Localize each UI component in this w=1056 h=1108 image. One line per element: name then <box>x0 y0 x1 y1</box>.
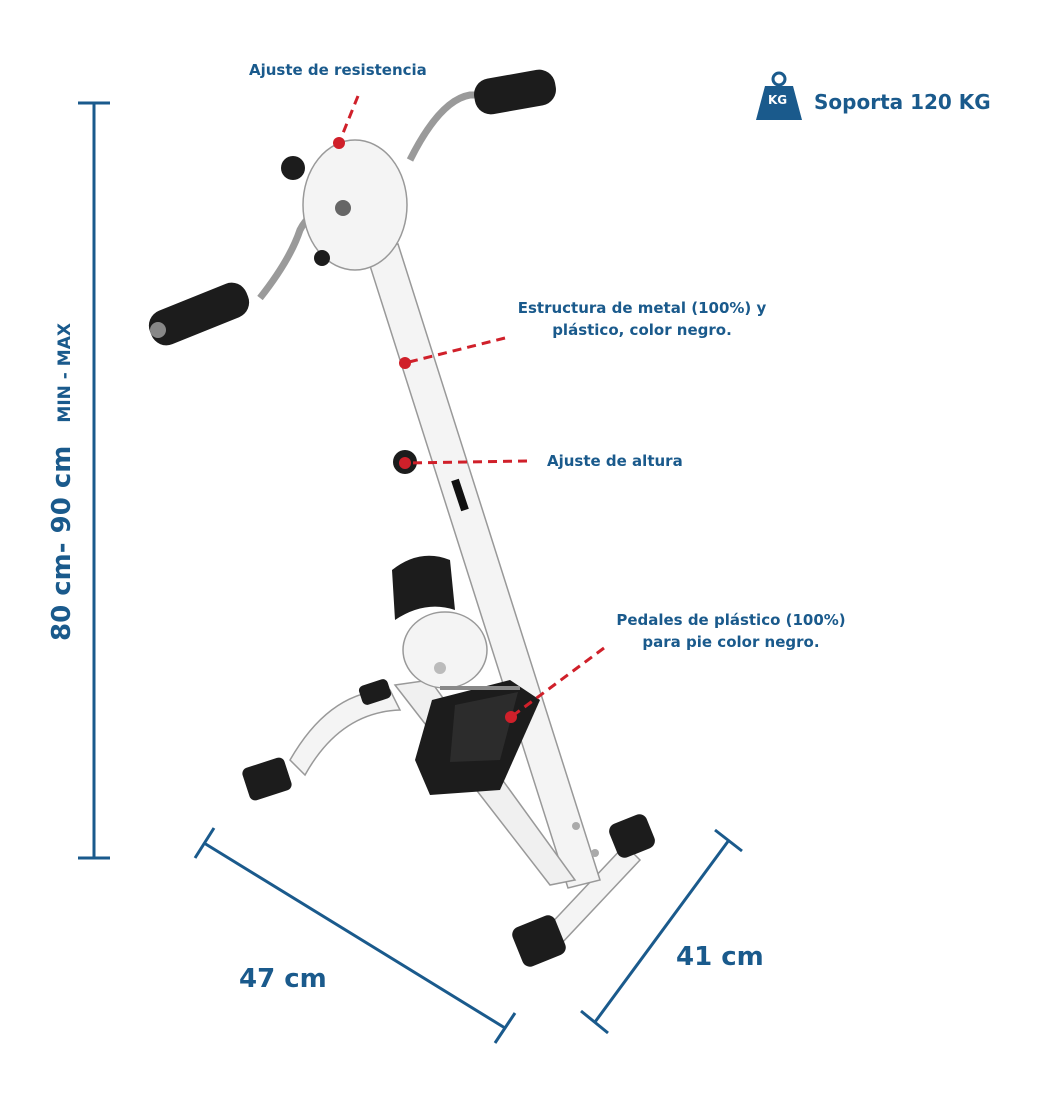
depth-dimension-line <box>580 828 743 1035</box>
weight-icon <box>756 71 802 120</box>
pedals-label-line1: Pedales de plástico (100%) <box>616 611 846 629</box>
width-dimension-label: 47 cm <box>239 964 327 994</box>
height-dimension-note: MIN - MAX <box>55 323 75 423</box>
structure-label: Estructura de metal (100%) y plástico, c… <box>506 297 778 341</box>
width-dimension-line <box>193 827 517 1044</box>
height-dimension-value: 80 cm- 90 cm <box>47 445 77 641</box>
depth-dimension-label: 41 cm <box>676 942 764 972</box>
pedals-label-line2: para pie color negro. <box>642 633 820 651</box>
callout-height <box>399 457 528 469</box>
weight-icon-label: KG <box>768 93 788 107</box>
callout-structure <box>399 336 506 369</box>
height-dimension-line <box>78 101 110 860</box>
capacity-label: Soporta 120 KG <box>814 90 991 114</box>
structure-label-line1: Estructura de metal (100%) y <box>517 299 767 317</box>
callout-pedals <box>505 646 605 723</box>
height-dimension-label: 80 cm- 90 cm MIN - MAX <box>42 302 82 662</box>
height-adjust-label: Ajuste de altura <box>547 452 683 470</box>
bike-illustration <box>148 69 655 967</box>
resistance-label: Ajuste de resistencia <box>249 61 427 79</box>
callout-resistance <box>333 95 360 149</box>
pedals-label: Pedales de plástico (100%) para pie colo… <box>608 609 854 653</box>
structure-label-line2: plástico, color negro. <box>552 321 732 339</box>
